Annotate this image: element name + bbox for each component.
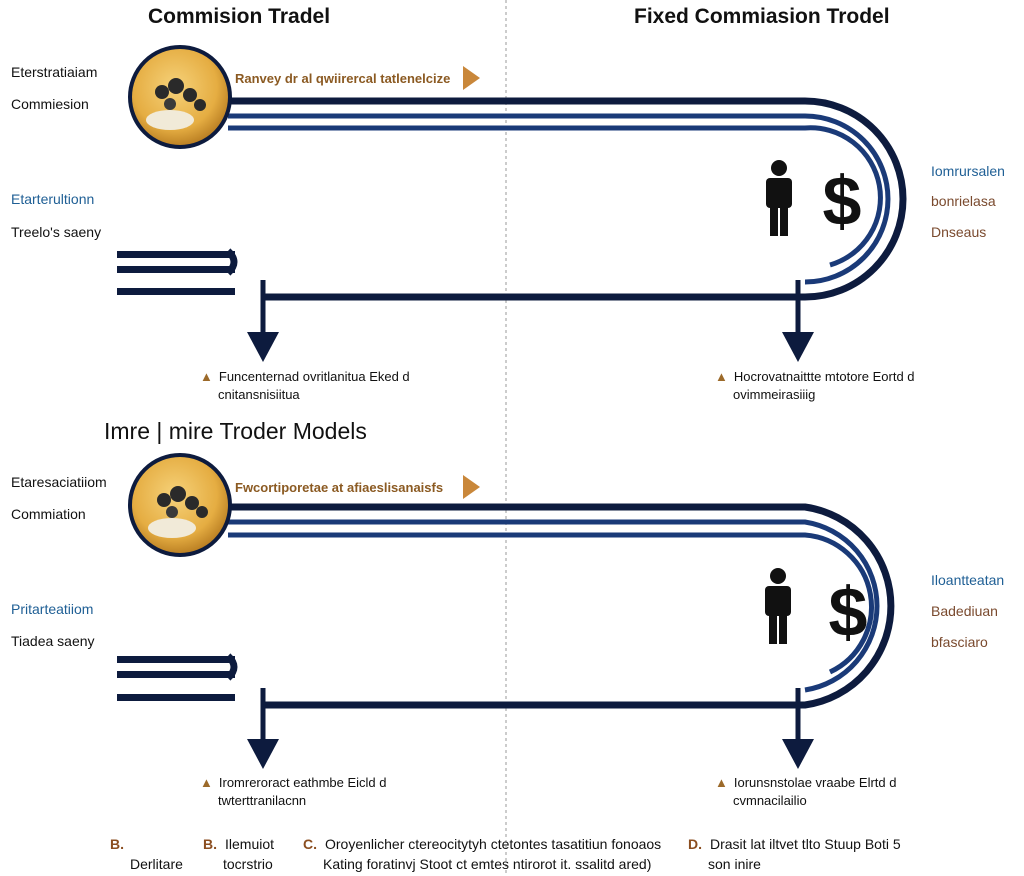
warning-triangle-icon: ▲	[715, 369, 728, 384]
panel2-right-label-1: Iloantteatan	[931, 572, 1005, 588]
stack-bar	[117, 288, 235, 295]
down-arrow-icon	[247, 332, 279, 362]
panel1-note-left: ▲Funcenternad ovritlanitua Eked d cnitan…	[200, 369, 410, 402]
panel2-note-left: ▲Iromreroract eathmbe Eicld d twterttran…	[200, 775, 387, 808]
flow-band-inner	[228, 125, 883, 268]
flow-band-inner	[228, 532, 874, 675]
footer-item-b: B.Ilemuiot tocrstrio	[203, 836, 275, 872]
person-icon	[765, 568, 791, 644]
panel2-right-label-2: Badediuan	[931, 603, 998, 619]
warning-triangle-icon: ▲	[200, 369, 213, 384]
panel1-label-top2: Commiesion	[11, 96, 89, 112]
panel2-label-top1: Etaresaciatiiom	[11, 474, 107, 490]
down-arrow-icon	[247, 739, 279, 769]
panel1-right-label-2: bonrielasa	[931, 193, 996, 209]
stack-bar	[117, 266, 235, 273]
down-arrow-icon	[782, 739, 814, 769]
callout-arrow-icon	[463, 66, 480, 90]
dollar-sign-icon: $	[823, 162, 862, 240]
panel2-label-mid2: Tiadea saeny	[11, 633, 95, 649]
flow-band-outer	[228, 97, 907, 301]
flow-band-mid	[228, 113, 891, 285]
panel2-callout: Fwcortiporetae at afiaeslisanaisfs	[235, 480, 444, 495]
stack-bar	[117, 251, 235, 258]
coin-icon	[128, 45, 232, 149]
panel2-note-right: ▲Iorunsnstolae vraabe Elrtd d cvmnacilai…	[715, 775, 897, 808]
panel1-label-mid1: Etarterultionn	[11, 191, 95, 207]
left-column-title: Commision Tradel	[148, 5, 331, 28]
panel1-callout: Ranvey dr al qwiirercal tatlenelcize	[235, 71, 451, 86]
footer-item-c: C.Oroyenlicher ctereocitytyh ctetontes t…	[303, 836, 662, 872]
panel2-label-mid1: Pritarteatiiom	[11, 601, 94, 617]
panel1-right-label-3: Dnseaus	[931, 224, 987, 240]
panel1-right-label-1: Iomrursalen	[931, 163, 1005, 179]
down-arrow-icon	[782, 332, 814, 362]
warning-triangle-icon: ▲	[715, 775, 728, 790]
section-title: Imre | mire Troder Models	[104, 418, 367, 444]
callout-arrow-icon	[463, 475, 480, 499]
person-icon	[766, 160, 792, 236]
stack-bar	[117, 671, 235, 678]
panel-2-graphics: $	[117, 453, 895, 769]
panel-1-graphics: $	[117, 45, 907, 362]
panel1-label-top1: Eterstratiaiam	[11, 64, 98, 80]
stack-bar	[117, 656, 235, 663]
panel1-label-mid2: Treelo's saeny	[11, 224, 102, 240]
warning-triangle-icon: ▲	[200, 775, 213, 790]
right-column-title: Fixed Commiasion Trodel	[634, 5, 890, 28]
flow-band-mid	[228, 519, 880, 693]
panel1-note-right: ▲Hocrovatnaittte mtotore Eortd d ovimmei…	[715, 369, 915, 402]
footer-item-d: D.Drasit lat iltvet tlto Stuup Boti 5 so…	[688, 836, 901, 872]
panel2-label-top2: Commiation	[11, 506, 86, 522]
footer-item-a: B. Derlitare	[110, 836, 183, 872]
dollar-sign-icon: $	[829, 573, 868, 651]
panel2-right-label-3: bfasciaro	[931, 634, 988, 650]
coin-icon	[128, 453, 232, 557]
flow-band-outer	[228, 503, 895, 709]
stack-bar	[117, 694, 235, 701]
